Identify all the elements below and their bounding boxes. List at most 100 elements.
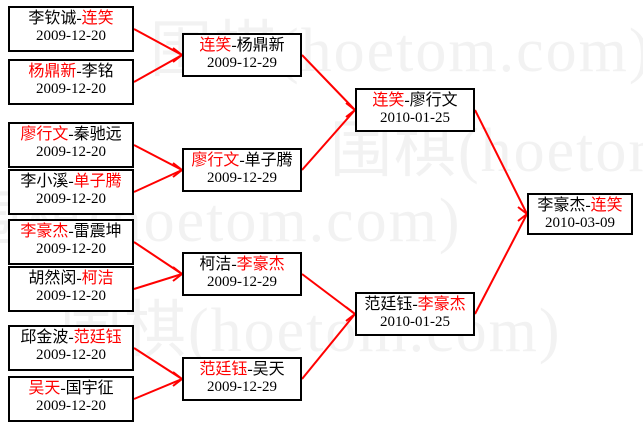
- connector-arrowhead: [172, 162, 184, 178]
- vs-separator: -: [68, 329, 74, 346]
- connector-arrowhead: [517, 206, 529, 222]
- connector-line: [133, 54, 183, 83]
- connector-arrowhead: [345, 306, 357, 322]
- match-players: 杨鼎新-李铭: [14, 63, 128, 81]
- match-players: 连笑-杨鼎新: [188, 37, 296, 55]
- connector-line: [474, 109, 528, 215]
- player-left: 廖行文: [20, 126, 69, 143]
- player-left: 廖行文: [191, 152, 240, 169]
- player-right: 单子腾: [73, 173, 122, 190]
- connector-line: [301, 109, 356, 171]
- match-date: 2009-12-20: [36, 397, 106, 414]
- match-date: 2009-12-20: [36, 240, 106, 257]
- connector-line: [133, 169, 183, 193]
- connector-arrowhead: [172, 371, 184, 387]
- vs-separator: -: [404, 92, 410, 109]
- player-right: 杨鼎新: [236, 37, 285, 54]
- match-date: 2010-03-09: [545, 214, 615, 231]
- vs-separator: -: [231, 256, 237, 273]
- match-players: 李钦诚-连笑: [14, 10, 128, 28]
- player-right: 连笑: [590, 197, 623, 214]
- player-right: 李豪杰: [417, 296, 466, 313]
- player-right: 秦驰远: [73, 126, 122, 143]
- connector-line: [301, 313, 356, 380]
- vs-separator: -: [231, 37, 237, 54]
- match-date: 2010-01-25: [380, 109, 450, 126]
- player-left: 范廷钰: [199, 361, 248, 378]
- player-left: 连笑: [199, 37, 232, 54]
- vs-separator: -: [60, 380, 66, 397]
- match-date: 2009-12-20: [36, 27, 106, 44]
- player-left: 李小溪: [20, 173, 69, 190]
- player-right: 吴天: [252, 361, 285, 378]
- vs-separator: -: [76, 270, 82, 287]
- match-players: 范廷钰-李豪杰: [361, 296, 469, 314]
- vs-separator: -: [412, 296, 418, 313]
- vs-separator: -: [76, 10, 82, 27]
- player-right: 雷震坤: [73, 223, 122, 240]
- player-right: 柯洁: [81, 270, 114, 287]
- match-date: 2009-12-29: [207, 378, 277, 395]
- match-date: 2009-12-29: [207, 169, 277, 186]
- vs-separator: -: [247, 361, 253, 378]
- vs-separator: -: [76, 63, 82, 80]
- player-left: 杨鼎新: [28, 63, 77, 80]
- player-right: 李铭: [81, 63, 114, 80]
- match-date: 2009-12-20: [36, 143, 106, 160]
- match-players: 廖行文-秦驰远: [14, 126, 128, 144]
- player-left: 李钦诚: [28, 10, 77, 27]
- match-date: 2009-12-29: [207, 273, 277, 290]
- connector-line: [133, 273, 183, 290]
- connector-line: [474, 213, 528, 315]
- connector-arrowhead: [172, 47, 184, 63]
- match-players: 邱金波-范廷钰: [14, 329, 128, 347]
- match-players: 柯洁-李豪杰: [188, 256, 296, 274]
- match-players: 范廷钰-吴天: [188, 361, 296, 379]
- player-left: 邱金波: [20, 329, 69, 346]
- player-right: 连笑: [81, 10, 114, 27]
- connector-line: [133, 347, 183, 380]
- match-date: 2009-12-29: [207, 54, 277, 71]
- match-date: 2009-12-20: [36, 190, 106, 207]
- connector-line: [301, 54, 356, 111]
- vs-separator: -: [68, 126, 74, 143]
- player-left: 李豪杰: [537, 197, 586, 214]
- player-left: 吴天: [28, 380, 61, 397]
- connector-arrowhead: [172, 266, 184, 282]
- match-date: 2009-12-20: [36, 287, 106, 304]
- player-left: 李豪杰: [20, 223, 69, 240]
- connector-line: [133, 241, 183, 275]
- match-date: 2009-12-20: [36, 80, 106, 97]
- connector-line: [133, 28, 183, 56]
- vs-separator: -: [68, 223, 74, 240]
- player-left: 胡然闵: [28, 270, 77, 287]
- watermark-text: 围棋(hoetom.com): [60, 297, 562, 365]
- player-left: 柯洁: [199, 256, 232, 273]
- match-players: 李豪杰-连笑: [533, 197, 627, 215]
- match-players: 李豪杰-雷震坤: [14, 223, 128, 241]
- match-players: 李小溪-单子腾: [14, 173, 128, 191]
- connector-line: [133, 144, 183, 171]
- match-date: 2009-12-20: [36, 346, 106, 363]
- player-right: 单子腾: [244, 152, 293, 169]
- player-left: 连笑: [372, 92, 405, 109]
- match-date: 2010-01-25: [380, 313, 450, 330]
- player-right: 廖行文: [409, 92, 458, 109]
- player-right: 李豪杰: [236, 256, 285, 273]
